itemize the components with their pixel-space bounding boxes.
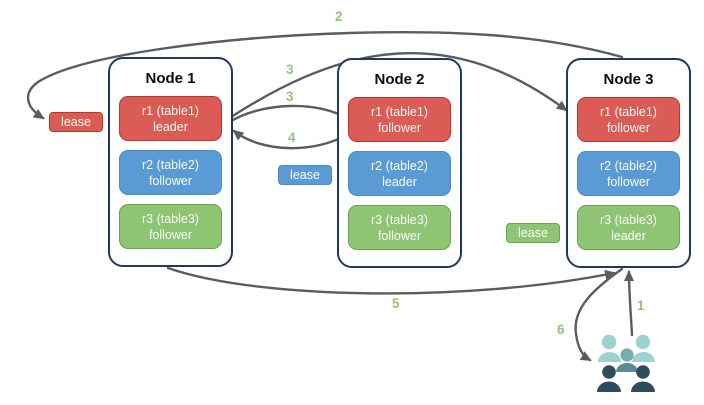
user-head-back-right <box>635 334 651 350</box>
node-3-box: Node 3 r1 (table1) follower r2 (table2) … <box>566 58 691 268</box>
replica-r3-table3: r3 (table3) follower <box>119 204 222 249</box>
node-2-box: Node 2 r1 (table1) follower r2 (table2) … <box>337 58 462 268</box>
replica-r1-table1: r1 (table1) follower <box>348 97 451 142</box>
user-body-back-right <box>632 352 655 362</box>
step-label-6: 6 <box>557 322 565 337</box>
user-body-front-right <box>631 381 655 392</box>
replica-role: follower <box>606 174 651 189</box>
user-head-front-right <box>636 365 650 379</box>
step-label-3-lower: 3 <box>286 89 294 104</box>
arrow-step-5 <box>166 266 616 295</box>
user-body-front-left <box>597 381 621 392</box>
replica-r2-table2: r2 (table2) follower <box>119 150 222 195</box>
replica-role: leader <box>153 119 188 134</box>
replica-name: r2 (table2) <box>600 158 657 173</box>
replica-name: r3 (table3) <box>371 212 428 227</box>
user-body-middle <box>616 363 638 372</box>
step-label-1: 1 <box>637 298 645 313</box>
replica-r2-table2: r2 (table2) leader <box>348 151 451 196</box>
user-head-front-left <box>602 365 616 379</box>
step-label-5: 5 <box>392 296 400 311</box>
replica-role: follower <box>377 228 422 243</box>
replica-name: r1 (table1) <box>600 104 657 119</box>
node-title: Node 3 <box>603 71 654 88</box>
replica-role: follower <box>148 173 193 188</box>
replica-r2-table2: r2 (table2) follower <box>577 151 680 196</box>
replica-role: follower <box>148 227 193 242</box>
replica-r1-table1: r1 (table1) follower <box>577 97 680 142</box>
replica-name: r1 (table1) <box>371 104 428 119</box>
replica-role: leader <box>382 174 417 189</box>
lease-badge-red: lease <box>49 112 103 132</box>
replica-role: follower <box>606 120 651 135</box>
lease-badge-blue: lease <box>278 165 332 185</box>
node-1-box: Node 1 r1 (table1) leader r2 (table2) fo… <box>108 57 233 267</box>
replica-name: r2 (table2) <box>371 158 428 173</box>
replica-name: r3 (table3) <box>600 212 657 227</box>
replica-r3-table3: r3 (table3) leader <box>577 205 680 250</box>
replica-r1-table1: r1 (table1) leader <box>119 96 222 141</box>
user-head-middle <box>620 348 634 362</box>
replica-name: r2 (table2) <box>142 157 199 172</box>
step-label-4: 4 <box>288 130 296 145</box>
replica-role: follower <box>377 120 422 135</box>
user-head-back-left <box>601 334 617 350</box>
replica-r3-table3: r3 (table3) follower <box>348 205 451 250</box>
lease-badge-green: lease <box>506 223 560 243</box>
node-title: Node 1 <box>145 70 196 87</box>
arrow-step-3-to-node2 <box>226 104 350 125</box>
step-label-3-upper: 3 <box>286 62 294 77</box>
node-title: Node 2 <box>374 71 425 88</box>
users-group-icon <box>597 334 655 392</box>
step-label-2: 2 <box>335 9 343 24</box>
arrow-step-1 <box>624 270 635 337</box>
user-body-back-left <box>598 352 621 362</box>
replica-name: r1 (table1) <box>142 103 199 118</box>
replica-name: r3 (table3) <box>142 211 199 226</box>
replica-role: leader <box>611 228 646 243</box>
